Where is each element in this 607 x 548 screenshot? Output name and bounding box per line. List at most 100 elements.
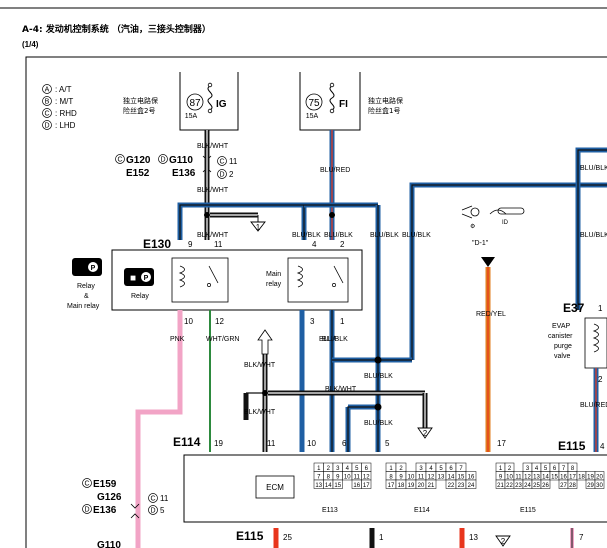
- svg-text:BLU/BLK: BLU/BLK: [402, 232, 431, 239]
- diagram-frame: [25, 56, 607, 548]
- svg-text:BLK/WHT: BLK/WHT: [244, 362, 276, 369]
- fuse-fi-amp: 15A: [306, 113, 319, 120]
- legend-item-a: A : A/T: [42, 84, 72, 94]
- pin-number: 24: [468, 483, 475, 489]
- page-indicator: (1/4): [22, 40, 39, 49]
- svg-text:: RHD: : RHD: [55, 109, 77, 118]
- pin-cell: [361, 479, 372, 489]
- svg-text:2: 2: [229, 170, 234, 179]
- svg-text:5: 5: [385, 439, 390, 448]
- pin-number: 4: [346, 466, 350, 472]
- pin-number: 10: [408, 475, 415, 481]
- pin-block-label-e114: E114: [414, 507, 430, 514]
- pin-number: 15: [458, 475, 465, 481]
- wire-blu-blk-relay-out: BLU/BLK BLU/BLK BLU/BLK: [319, 240, 412, 452]
- svg-text:BLK/WHT: BLK/WHT: [197, 187, 229, 194]
- pin-number: 20: [596, 475, 603, 481]
- pin-block-label-e113: E113: [322, 507, 338, 514]
- evap-canister-purge-valve: E37 1 2 EVAP canister purge valve BLU/RE…: [548, 301, 607, 452]
- pin-cell: [332, 479, 343, 489]
- pin-number: 24: [524, 483, 531, 489]
- pin-number: 21: [428, 483, 435, 489]
- pin-number: 16: [353, 483, 360, 489]
- ground-connector-top: C G120 D G110 E152 E136 C 11 D 2: [115, 154, 238, 179]
- svg-text:12: 12: [215, 317, 224, 326]
- svg-text:BLU/BLK: BLU/BLK: [364, 373, 393, 380]
- pin-number: 19: [408, 483, 415, 489]
- relay-1: [171, 257, 229, 303]
- svg-text:1: 1: [256, 223, 261, 232]
- pin-number: 7: [459, 466, 463, 472]
- svg-text:11: 11: [160, 494, 169, 503]
- pin-number: 5: [355, 466, 359, 472]
- wire-fi-blu-red: BLU/RED: [320, 130, 350, 240]
- pin-block-label-e115: E115: [520, 507, 536, 514]
- svg-text:: A/T: : A/T: [55, 85, 72, 94]
- svg-text:: M/T: : M/T: [55, 97, 73, 106]
- wire-blu: BLU: [299, 310, 336, 452]
- svg-text:D: D: [219, 172, 224, 179]
- pin-number: 6: [553, 466, 557, 472]
- svg-text:C: C: [84, 481, 89, 488]
- svg-text:BLU/BLK: BLU/BLK: [319, 336, 348, 343]
- wire-bus-blu-blk-top: BLU/BLK BLU/BLK BLU/BLK BLU/BLK BLU/BLK …: [177, 147, 607, 360]
- svg-text:WHT/GRN: WHT/GRN: [206, 336, 239, 343]
- svg-text:1: 1: [598, 304, 603, 313]
- pin-number: 26: [542, 483, 549, 489]
- svg-text:C: C: [150, 496, 155, 503]
- diagram-title: A-4: 发动机控制系统 （汽油，三接头控制器）: [22, 23, 211, 35]
- pin-cell: [540, 479, 551, 489]
- ecm-block: ECM: [183, 454, 607, 523]
- svg-text:C: C: [219, 159, 224, 166]
- pin-number: 9: [336, 475, 340, 481]
- svg-text:3: 3: [310, 317, 315, 326]
- svg-text:BLU/RED: BLU/RED: [580, 402, 607, 409]
- svg-text:BLU/BLK: BLU/BLK: [292, 232, 321, 239]
- wire-pnk: PNK: [135, 310, 185, 548]
- svg-text:Relay: Relay: [77, 283, 95, 290]
- main-relay: [287, 257, 349, 303]
- pin-cell: [594, 479, 605, 489]
- pin-number: 19: [587, 475, 594, 481]
- svg-text:BLU/RED: BLU/RED: [320, 167, 350, 174]
- svg-text:7: 7: [579, 533, 584, 542]
- svg-text:Main relay: Main relay: [67, 303, 100, 310]
- pin-number: 3: [336, 466, 340, 472]
- connector-e115-bottom: E115 25 1 13 2 7: [236, 528, 584, 548]
- pin-number: 4: [535, 466, 539, 472]
- ground-connector-bottom: C E159 G126 D E136 G110 C 11 D 5: [82, 478, 169, 548]
- relay-unit-e130: E130 9 11 4 2 10 12 3 1 ■ P Relay Main r…: [111, 237, 363, 326]
- svg-text:25: 25: [283, 533, 292, 542]
- wire-blk-wht-to-arrow2: 2 BLK/WHT: [268, 386, 433, 439]
- svg-text:&: &: [84, 293, 89, 300]
- pin-number: 20: [418, 483, 425, 489]
- svg-text:RED/YEL: RED/YEL: [476, 311, 506, 318]
- connector-e130-label: E130: [143, 237, 171, 251]
- svg-text:11: 11: [229, 157, 238, 166]
- pin-number: 8: [571, 466, 575, 472]
- pin-number: 6: [449, 466, 453, 472]
- svg-text:E136: E136: [93, 505, 117, 516]
- svg-text:BLK/WHT: BLK/WHT: [197, 143, 229, 150]
- svg-text:"D-1": "D-1": [472, 240, 489, 247]
- pin-number: 23: [458, 483, 465, 489]
- fuse-ig-name: IG: [216, 99, 227, 110]
- fuse-fi-name: FI: [339, 99, 348, 110]
- pin-number: 1: [317, 466, 321, 472]
- pin-number: 5: [439, 466, 443, 472]
- svg-text:BLU/BLK: BLU/BLK: [580, 165, 607, 172]
- svg-text:D: D: [150, 508, 155, 515]
- svg-text:2: 2: [598, 375, 603, 384]
- svg-text:canister: canister: [548, 333, 573, 340]
- pin-number: 30: [596, 483, 603, 489]
- svg-text:2: 2: [340, 240, 345, 249]
- svg-text:B: B: [45, 99, 50, 106]
- svg-text:P: P: [144, 275, 149, 282]
- pin-number: 6: [365, 466, 369, 472]
- svg-text:11: 11: [267, 439, 276, 448]
- relay-legend-left: P Relay & Main relay: [67, 258, 102, 310]
- pin-number: 25: [533, 483, 540, 489]
- svg-text:BLU/BLK: BLU/BLK: [364, 420, 393, 427]
- svg-text:C: C: [44, 111, 49, 118]
